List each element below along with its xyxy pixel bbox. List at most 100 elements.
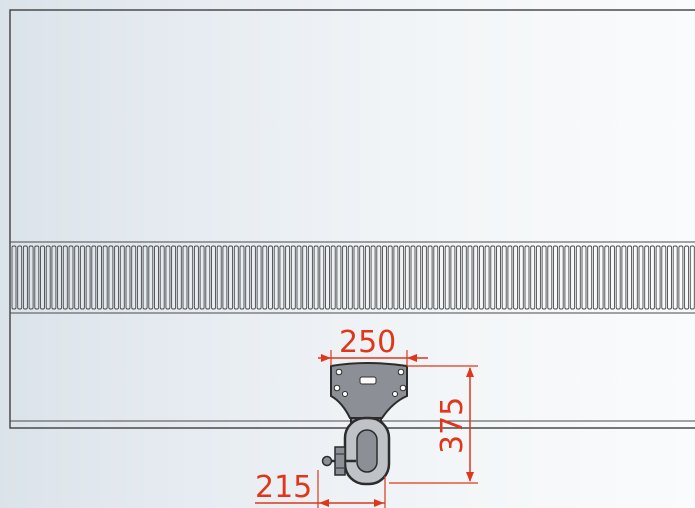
rail-slots xyxy=(11,245,695,310)
dimension-label-215: 215 xyxy=(255,470,312,505)
rail-slot xyxy=(644,245,650,310)
rail-slot xyxy=(364,245,370,310)
rail-slot xyxy=(279,245,285,310)
rail-slot xyxy=(421,245,427,310)
rail-slot xyxy=(188,245,194,310)
rail-slot xyxy=(79,245,85,310)
rail-slot xyxy=(222,245,228,310)
rail-slot xyxy=(456,245,462,310)
rail-slot xyxy=(57,245,63,310)
dimension-caster-offset: 215 xyxy=(255,470,386,508)
mounting-plate xyxy=(330,362,408,419)
rail-slot xyxy=(325,245,330,310)
rail-slot xyxy=(353,245,359,310)
rail-slot xyxy=(142,245,148,310)
rail-slot xyxy=(40,245,45,310)
wheel-hub xyxy=(356,429,378,473)
rail-slot xyxy=(427,245,433,310)
rail-slot xyxy=(655,245,661,310)
rail-slot xyxy=(638,245,644,310)
rail-slot xyxy=(433,245,439,310)
rail-slot xyxy=(564,245,570,310)
rail-slot xyxy=(250,245,256,310)
rail-slot xyxy=(239,245,245,310)
rail-slot xyxy=(171,245,177,310)
rail-slot xyxy=(97,245,102,310)
rail-slot xyxy=(273,245,279,310)
rail-slot xyxy=(45,245,51,310)
rail-slot xyxy=(268,245,273,310)
rail-slot xyxy=(570,245,576,310)
rail-slot xyxy=(228,245,234,310)
rail-slot xyxy=(490,245,496,310)
rail-slot xyxy=(439,245,444,310)
bolt-hole xyxy=(333,384,341,392)
rail-slot xyxy=(496,245,501,310)
rail-slot xyxy=(416,245,422,310)
rail-slot xyxy=(205,245,211,310)
rail-slot xyxy=(285,245,291,310)
dimension-plate-width: 250 xyxy=(318,325,428,366)
rail-slot xyxy=(262,245,268,310)
rail-slot xyxy=(598,245,604,310)
rail-slot xyxy=(108,245,114,310)
rail-slot xyxy=(22,245,28,310)
rail-slot xyxy=(102,245,108,310)
rail-slot xyxy=(91,245,97,310)
rail-slot xyxy=(444,245,450,310)
rail-slot xyxy=(558,245,564,310)
bolt-hole xyxy=(342,391,348,397)
rail-slot xyxy=(176,245,182,310)
rail-slot xyxy=(302,245,308,310)
rail-slot xyxy=(478,245,484,310)
rail-slot xyxy=(450,245,456,310)
rail-slot xyxy=(165,245,171,310)
rail-slot xyxy=(336,245,342,310)
rail-slot xyxy=(290,245,296,310)
rail-slot xyxy=(211,245,216,310)
plate-center-slot xyxy=(359,376,377,385)
rail-slot xyxy=(501,245,507,310)
rail-slot xyxy=(51,245,57,310)
rail-slot xyxy=(689,245,695,310)
rail-slot xyxy=(632,245,638,310)
rail-slot xyxy=(136,245,142,310)
rail-slot xyxy=(313,245,319,310)
rail-slot xyxy=(553,245,558,310)
bolt-hole xyxy=(397,368,405,376)
rail-slot xyxy=(114,245,120,310)
rail-slot xyxy=(376,245,382,310)
rail-slot xyxy=(34,245,40,310)
rail-slot xyxy=(484,245,490,310)
rail-slot xyxy=(28,245,34,310)
rail-slot xyxy=(615,245,621,310)
dimension-height: 375 xyxy=(389,365,478,484)
rail-slot xyxy=(199,245,205,310)
rail-slot xyxy=(342,245,348,310)
rail-slot xyxy=(307,245,313,310)
rail-slot xyxy=(382,245,387,310)
rail-slot xyxy=(587,245,593,310)
rail-slot xyxy=(393,245,399,310)
rail-slot xyxy=(610,245,615,310)
rail-slot xyxy=(678,245,684,310)
rail-slot xyxy=(370,245,376,310)
rail-slot xyxy=(530,245,536,310)
rail-slot xyxy=(233,245,239,310)
rail-slot xyxy=(245,245,251,310)
dimension-label-250: 250 xyxy=(339,325,396,360)
lock-clamp xyxy=(334,446,346,476)
rail-slot xyxy=(473,245,479,310)
rail-slot xyxy=(404,245,410,310)
rail-slot xyxy=(74,245,80,310)
rail-slot xyxy=(131,245,137,310)
rail-slot xyxy=(592,245,598,310)
rail-slot xyxy=(182,245,188,310)
rail-slot xyxy=(575,245,581,310)
bolt-hole xyxy=(399,384,407,392)
rail-slot xyxy=(621,245,627,310)
rail-slot xyxy=(541,245,547,310)
rail-slot xyxy=(68,245,74,310)
bolt-hole xyxy=(335,368,343,376)
